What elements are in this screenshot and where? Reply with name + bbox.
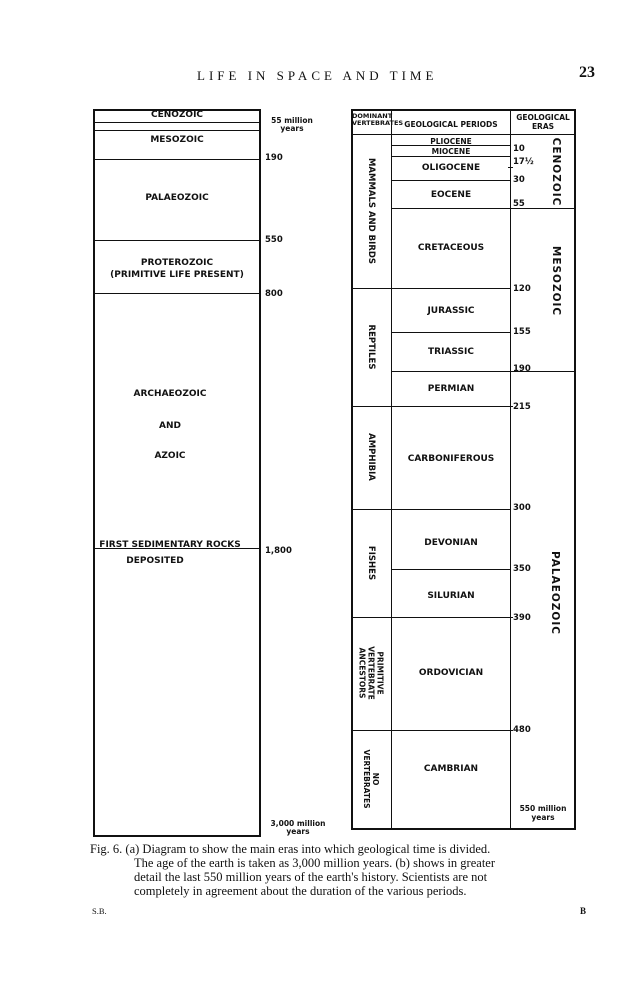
age-number: 120 bbox=[513, 284, 531, 294]
period-divider bbox=[391, 371, 511, 372]
table-border bbox=[510, 109, 511, 829]
diagram-a-bottom-border bbox=[93, 835, 261, 837]
rocks-label: DEPOSITED bbox=[126, 556, 184, 566]
vertebrate-label: AMPHIBIA bbox=[366, 433, 376, 481]
age-number: 30 bbox=[513, 175, 525, 185]
diagram-a-top-border bbox=[93, 109, 261, 111]
tick-mark bbox=[508, 730, 513, 731]
period-label: SILURIAN bbox=[427, 591, 475, 601]
tick-mark bbox=[508, 167, 513, 168]
tick-mark bbox=[508, 406, 513, 407]
age-number: 215 bbox=[513, 402, 531, 412]
era-label: PALAEOZOIC bbox=[145, 193, 209, 203]
bottom-label: 3,000 million years bbox=[270, 819, 326, 836]
table-header-line bbox=[351, 134, 576, 135]
era-label: MESOZOIC bbox=[150, 135, 204, 145]
row-divider bbox=[351, 288, 511, 289]
age-number: 350 bbox=[513, 564, 531, 574]
period-label: PLIOCENE bbox=[430, 137, 472, 146]
age-number: 480 bbox=[513, 725, 531, 735]
period-label: JURASSIC bbox=[427, 306, 475, 316]
caption-line: detail the last 550 million years of the… bbox=[134, 870, 488, 884]
period-label: CARBONIFEROUS bbox=[407, 454, 495, 464]
table-top bbox=[351, 109, 576, 111]
footer-left: S.B. bbox=[92, 906, 107, 916]
diagram-a-divider bbox=[93, 122, 261, 123]
period-label: MIOCENE bbox=[431, 147, 471, 156]
period-label: EOCENE bbox=[430, 190, 472, 200]
age-number: 10 bbox=[513, 144, 525, 154]
diagram-a-divider bbox=[93, 240, 261, 241]
vertebrate-label: FISHES bbox=[366, 545, 376, 581]
era-label: ARCHAEOZOIC bbox=[133, 389, 207, 399]
period-label: DEVONIAN bbox=[424, 538, 478, 548]
diagram-a-left-border bbox=[93, 109, 95, 837]
era-vertical-label: CENOZOIC bbox=[550, 137, 562, 207]
table-bottom bbox=[351, 828, 576, 830]
period-divider bbox=[391, 332, 511, 333]
age-number: 17½ bbox=[513, 157, 534, 167]
row-divider bbox=[351, 406, 511, 407]
period-divider bbox=[391, 208, 511, 209]
era-label: CENOZOIC bbox=[150, 110, 204, 120]
age-mark: 190 bbox=[265, 153, 283, 163]
period-label: ORDOVICIAN bbox=[418, 668, 484, 678]
period-divider bbox=[391, 156, 511, 157]
vertebrate-label: PRIMITIVE VERTEBRATE ANCESTORS bbox=[357, 646, 385, 700]
diagram-a-right-border bbox=[259, 109, 261, 837]
era-divider bbox=[510, 371, 576, 372]
diagram-a-divider bbox=[93, 548, 261, 549]
caption-line: The age of the earth is taken as 3,000 m… bbox=[134, 856, 495, 870]
bottom-label: 550 million years bbox=[519, 804, 567, 822]
period-divider bbox=[391, 180, 511, 181]
era-vertical-label: MESOZOIC bbox=[550, 245, 562, 317]
period-label: OLIGOCENE bbox=[421, 163, 481, 173]
age-mark: 550 bbox=[265, 235, 283, 245]
era-label-and: AND bbox=[159, 421, 181, 431]
caption-line: Fig. 6. (a) Diagram to show the main era… bbox=[90, 842, 491, 856]
period-label: CRETACEOUS bbox=[417, 243, 485, 253]
header-eras: GEOLOGICAL ERAS bbox=[516, 113, 570, 131]
period-label: TRIASSIC bbox=[428, 347, 474, 357]
table-border bbox=[574, 109, 576, 829]
period-divider bbox=[391, 569, 511, 570]
table-border bbox=[391, 109, 392, 829]
diagram-a-divider bbox=[93, 159, 261, 160]
diagram-a-divider bbox=[93, 130, 261, 131]
rocks-label: FIRST SEDIMENTARY ROCKS bbox=[99, 540, 241, 550]
header-periods: GEOLOGICAL PERIODS bbox=[404, 120, 498, 129]
period-divider bbox=[391, 145, 511, 146]
age-number: 155 bbox=[513, 327, 531, 337]
figure-caption: Fig. 6. (a) Diagram to show the main era… bbox=[90, 842, 590, 898]
age-number: 190 bbox=[513, 364, 531, 374]
age-mark: 800 bbox=[265, 289, 283, 299]
row-divider bbox=[351, 730, 511, 731]
table-border bbox=[351, 109, 353, 829]
age-number: 55 bbox=[513, 199, 525, 209]
footer-right: B bbox=[580, 906, 587, 916]
period-label: CAMBRIAN bbox=[423, 764, 479, 774]
era-note: (PRIMITIVE LIFE PRESENT) bbox=[110, 270, 244, 280]
vertebrate-label: REPTILES bbox=[366, 324, 376, 370]
era-label: AZOIC bbox=[154, 451, 186, 461]
top-label: 55 million years bbox=[271, 116, 313, 133]
page-number: 23 bbox=[579, 64, 595, 81]
age-number: 300 bbox=[513, 503, 531, 513]
row-divider bbox=[351, 617, 511, 618]
vertebrate-label: NO VERTEBRATES bbox=[362, 749, 380, 809]
row-divider bbox=[351, 509, 511, 510]
caption-line: completely in agreement about the durati… bbox=[134, 884, 467, 898]
vertebrate-label: MAMMALS AND BIRDS bbox=[366, 157, 376, 265]
running-head: LIFE IN SPACE AND TIME bbox=[197, 68, 438, 83]
era-label: PROTEROZOIC bbox=[140, 258, 214, 268]
era-divider bbox=[510, 208, 576, 209]
header-vertebrates: DOMINANT VERTEBRATES bbox=[352, 112, 404, 127]
era-vertical-label: PALAEOZOIC bbox=[549, 551, 561, 635]
tick-mark bbox=[508, 617, 513, 618]
period-label: PERMIAN bbox=[427, 384, 475, 394]
age-number: 390 bbox=[513, 613, 531, 623]
age-mark: 1,800 bbox=[265, 546, 292, 556]
diagram-a-divider bbox=[93, 293, 261, 294]
